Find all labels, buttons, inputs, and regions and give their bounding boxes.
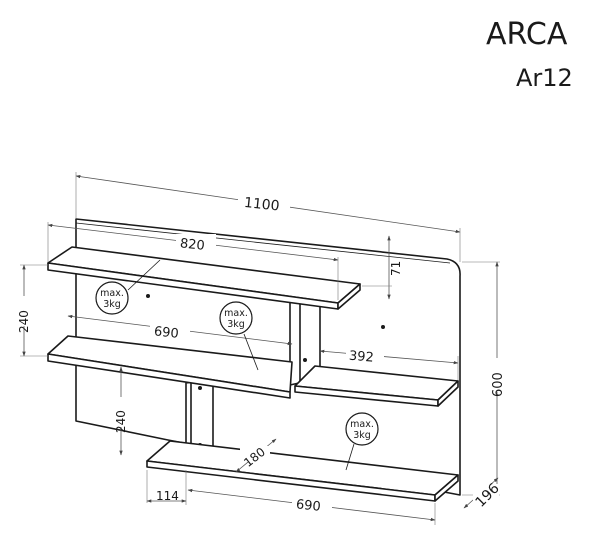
top-shelf-end — [337, 283, 361, 310]
load-badge: max. 3kg — [219, 301, 259, 371]
badge-line1: max. — [100, 288, 124, 299]
label-bg — [16, 296, 32, 326]
label-bg — [150, 322, 190, 339]
badge-line2: 3kg — [227, 319, 245, 330]
badge-circle — [219, 301, 253, 335]
dim-offset: 114 — [156, 489, 179, 503]
middle-shelf-front — [47, 353, 291, 399]
dim-total-height: 600 — [491, 372, 506, 397]
dim-line-right-shelf — [319, 349, 459, 365]
dim-upper-gap: 240 — [17, 310, 31, 333]
label-bg — [489, 358, 505, 392]
dim-top-shelf-width: 820 — [179, 236, 205, 254]
badge-line2: 3kg — [103, 299, 121, 310]
label-bg — [113, 397, 129, 427]
dim-total-width: 1100 — [243, 195, 280, 215]
dim-bottom-shelf-width: 690 — [295, 497, 321, 515]
badge-leader — [243, 333, 259, 371]
load-badge: max. 3kg — [95, 259, 161, 315]
label-bg — [473, 484, 499, 502]
badge-line1: max. — [224, 308, 248, 319]
divider-screw — [303, 358, 307, 362]
lower-divider-screw-top — [198, 386, 202, 390]
label-bg — [238, 192, 290, 214]
badge-line2: 3kg — [353, 430, 371, 441]
mount-hole-right — [381, 325, 385, 329]
label-bg — [346, 346, 384, 363]
label-bg — [292, 495, 332, 512]
load-badge: max. 3kg — [345, 412, 379, 471]
badge-line1: max. — [350, 419, 374, 430]
label-bg — [240, 446, 270, 462]
dim-middle-shelf-width: 690 — [153, 324, 179, 342]
label-bg — [176, 234, 216, 252]
product-title: ARCA — [486, 17, 568, 52]
right-shelf-end — [437, 380, 459, 407]
dim-lower-gap: 240 — [114, 410, 128, 433]
badge-circle — [345, 412, 379, 446]
badge-circle — [95, 281, 129, 315]
badge-leader — [127, 259, 161, 291]
product-code: Ar12 — [516, 64, 573, 92]
dim-top-shelf-height: 71 — [389, 261, 403, 276]
badge-leader — [345, 443, 355, 471]
dim-right-shelf-width: 392 — [348, 349, 374, 366]
mount-hole-left — [146, 294, 150, 298]
